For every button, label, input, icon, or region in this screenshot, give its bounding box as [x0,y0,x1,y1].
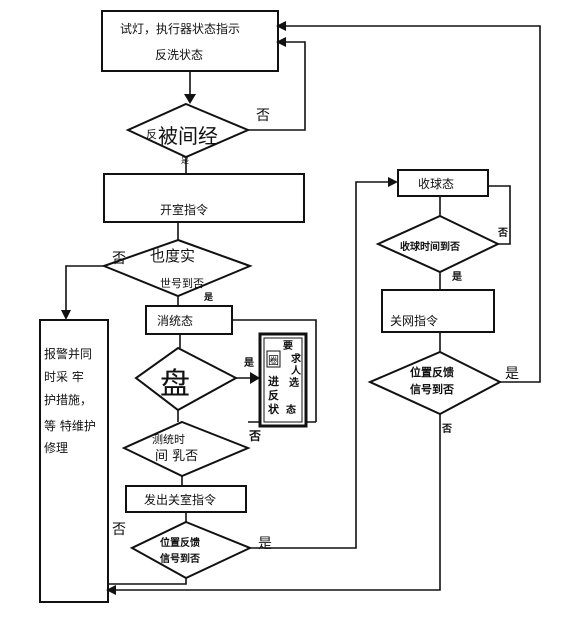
arrowhead [61,310,71,320]
arrowhead [276,21,286,31]
process-test-lights-line1: 试灯，执行器状态指示 [120,21,240,36]
label-no-d5: 否 [112,522,126,538]
side-6: 进 [268,374,279,388]
connector-yes-rd2 [278,25,541,383]
decision-2-top: 也度实 [150,247,195,265]
alarm-line3: 护措施， [44,393,92,407]
arrowhead [250,372,260,384]
alarm-line1: 报警并同 [44,346,92,361]
process-close-net-text: 关网指令 [390,313,438,328]
decision-4-line1: 测统时 [152,433,185,446]
side-2: 求 [291,352,302,365]
side-9: 态 [286,403,296,416]
connector-no-d5 [108,578,187,585]
label-yes-d5: 是 [258,536,272,552]
label-yes-rd2: 是 [505,366,519,382]
process-close-command-text: 发出关室指令 [144,492,216,507]
side-8: 状 [268,402,280,416]
connector-no-alarm [65,265,104,318]
side-frame [266,350,281,368]
process-receive-ball-text: 收球态 [418,177,454,191]
decision-3-text: 盘 [160,367,190,402]
decision-5 [129,520,253,580]
side-4: 选 [289,376,299,389]
label-no-1: 否 [256,108,270,124]
decision-2-bottom: 世号到否 [160,277,204,290]
connector-no-rd1 [488,185,511,245]
label-yes-d3: 是 [243,357,254,369]
process-test-lights-line2: 反洗状态 [155,48,203,62]
side-box-inner [263,337,303,423]
decision-r2-line1: 位置反馈 [410,365,454,379]
process-close-net [381,289,495,333]
label-yes-rd1: 是 [451,271,462,283]
decision-4-line2: 间 乳否 [155,449,198,464]
connector-no-rd2 [108,414,441,591]
arrowhead [184,94,196,104]
label-no-d4: 否 [248,429,261,443]
label-no-rd2: 否 [441,423,452,435]
label-no-2: 否 [112,251,126,267]
alarm-line5: 修理 [44,440,68,455]
decision-r1-text: 收球时间到否 [400,240,460,253]
process-receive-ball [397,169,489,197]
side-1: 要 [283,340,293,352]
process-open-command [103,173,305,223]
decision-1-text: 被间经 [158,124,218,148]
process-test-lights [101,10,279,72]
decision-5-line1: 位置反馈 [160,536,200,549]
arrowhead [106,585,116,595]
side-7: 反 [268,388,279,402]
alarm-line2: 时采 牢 [44,369,84,384]
connector-feedback [232,319,317,422]
label-yes-d2: 是 [203,292,214,303]
decision-1-prefix: 反 [146,128,157,141]
decision-5-line2: 信号到否 [160,552,200,565]
process-open-command-text: 开室指令 [160,202,208,217]
process-flush-state [145,305,233,335]
alarm-line4: 等 特维护 [44,418,96,433]
alarm-box [39,319,109,603]
connector-no-loop-1 [248,41,306,131]
arrowhead [276,37,286,47]
connector-yes-d5 [250,181,396,549]
decision-1-yes: 是 [181,156,189,165]
side-3: 人 [291,364,302,377]
process-flush-state-text: 消统态 [157,314,193,328]
decision-r2-line2: 信号到否 [410,382,454,396]
side-box [258,332,308,428]
label-no-rd1: 否 [497,227,508,239]
arrowhead [388,177,398,187]
side-5: 圈 [268,354,279,367]
